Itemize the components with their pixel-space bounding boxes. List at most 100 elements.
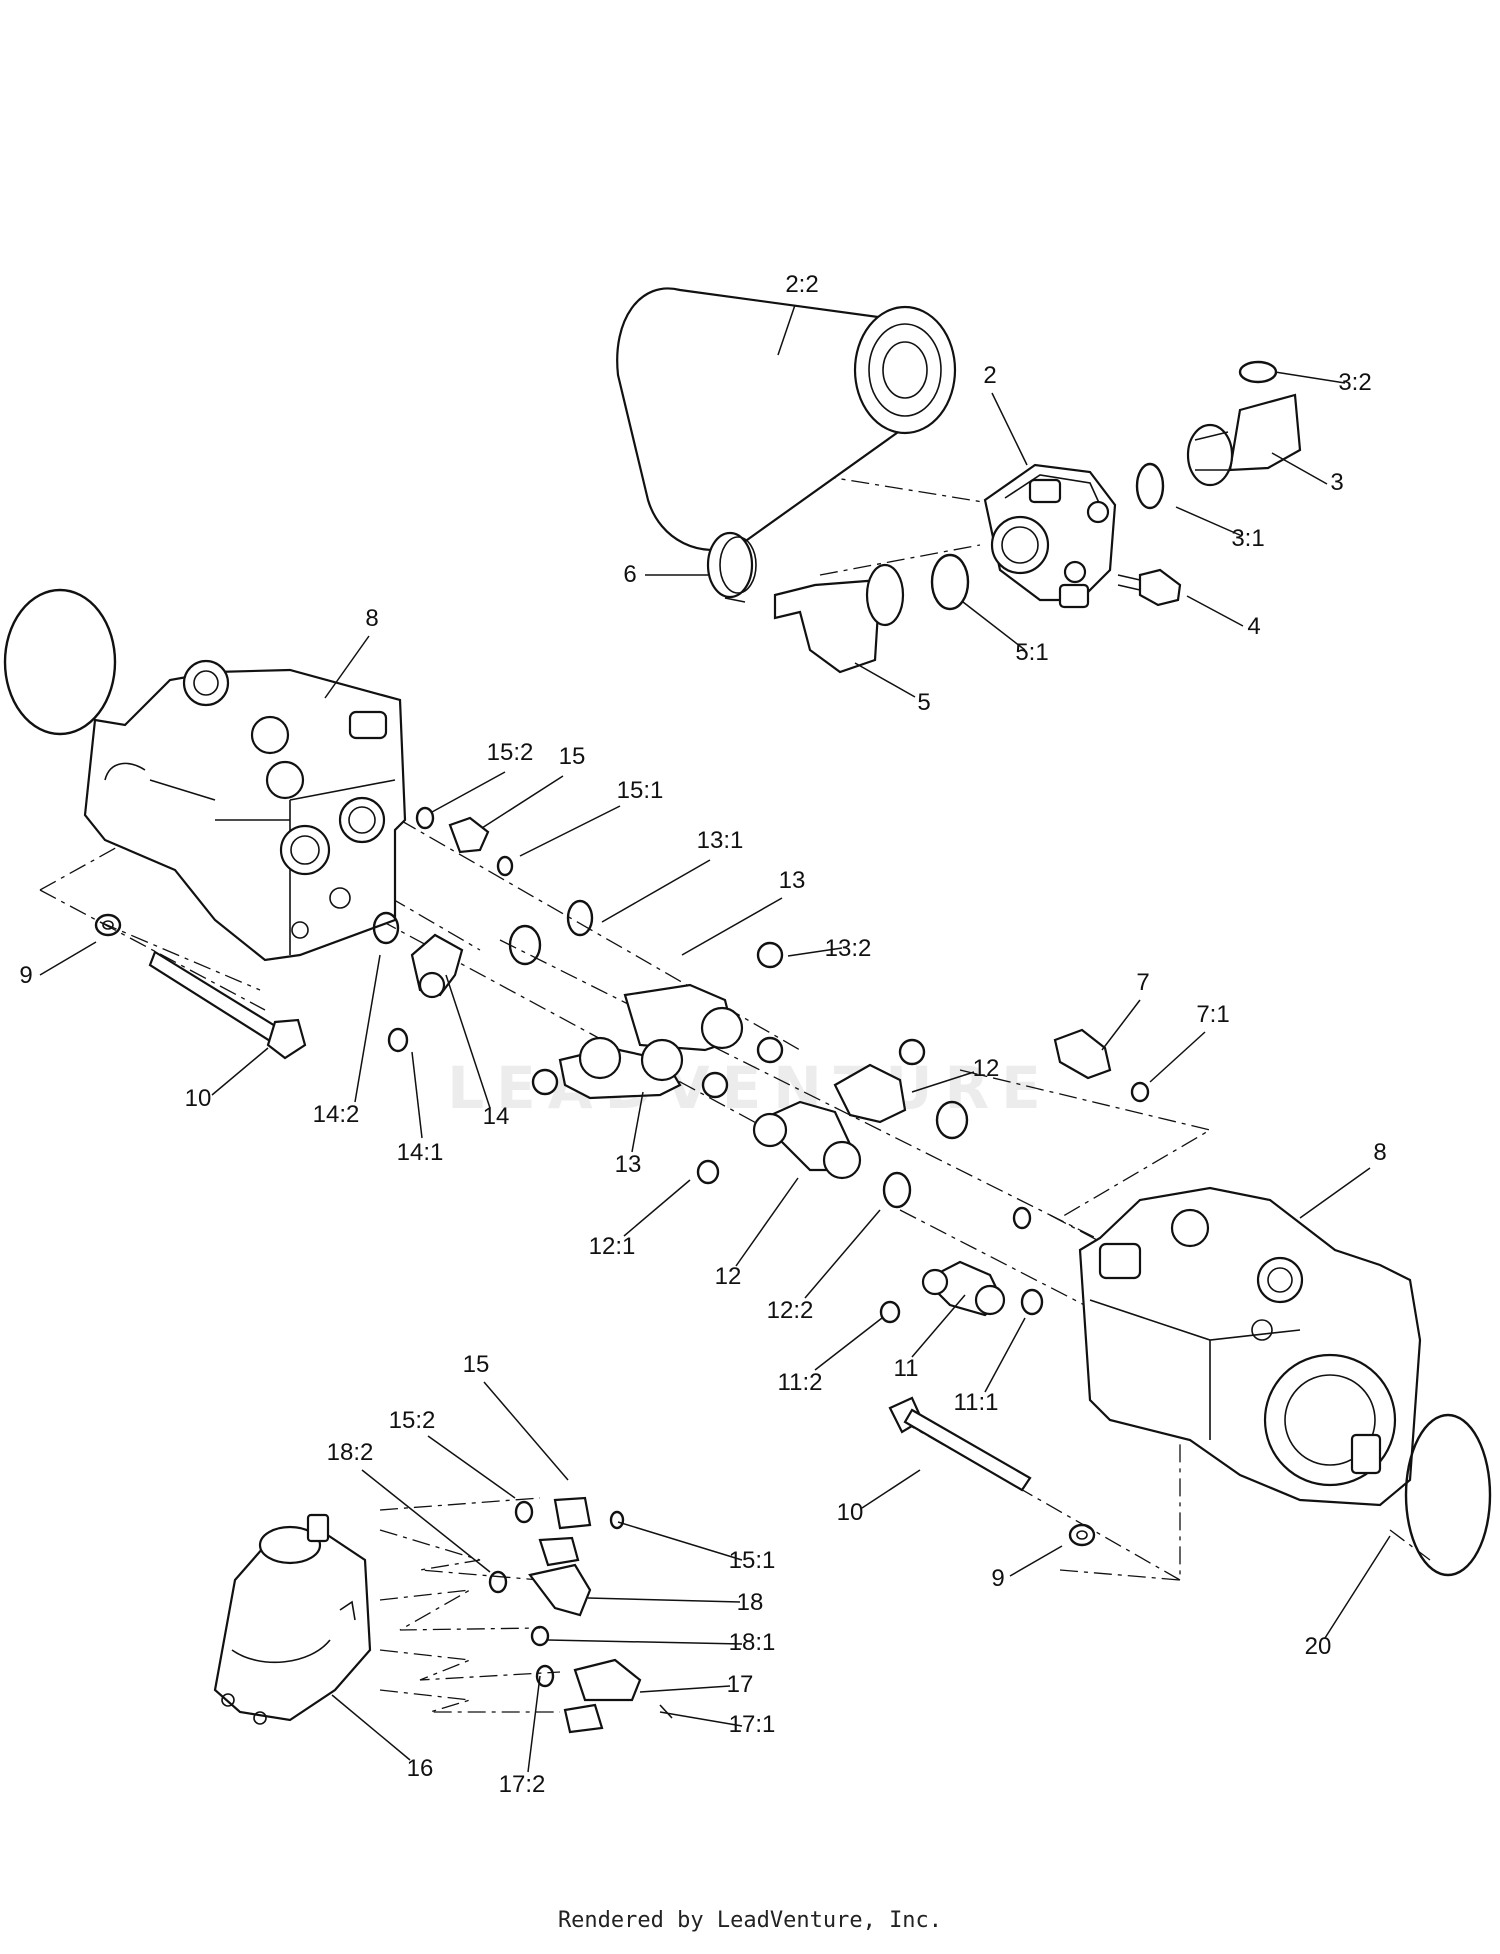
bolt-and-washer-lower: [888, 1396, 1096, 1547]
callout-label: 13:2: [825, 935, 872, 962]
leader-line: [631, 1091, 644, 1153]
elbow-fitting-5: [773, 553, 970, 674]
leader-line: [617, 1521, 743, 1561]
callout-label: 13: [779, 867, 806, 894]
hydraulic-pump-upper: [3, 588, 407, 962]
elbow-fitting-14: [372, 911, 464, 1053]
callout-label: 15:1: [617, 777, 664, 804]
leader-line: [777, 304, 796, 356]
callout-label: 15: [463, 1351, 490, 1378]
callout-label: 5:1: [1015, 639, 1048, 666]
leader-line: [991, 392, 1028, 466]
leader-line: [445, 974, 491, 1109]
leader-lines: [39, 304, 1391, 1773]
leader-line: [639, 1685, 731, 1693]
leader-line: [984, 1317, 1026, 1393]
filter-canister: [616, 287, 957, 552]
callout-label: 14:1: [397, 1139, 444, 1166]
tee-fittings-13: [508, 899, 784, 1100]
callout-label: 11:2: [778, 1369, 823, 1396]
leader-line: [681, 897, 783, 956]
callout-label: 6: [623, 561, 636, 588]
bolt-and-washer-upper: [94, 913, 307, 1060]
leader-line: [1101, 999, 1141, 1051]
leader-line: [1299, 1167, 1371, 1219]
leader-line: [1175, 506, 1243, 537]
callout-label: 12: [715, 1263, 742, 1290]
hydraulic-motor-16: [213, 1513, 372, 1725]
callout-label: 9: [19, 962, 32, 989]
leader-line: [861, 1469, 921, 1509]
leader-line: [1274, 371, 1346, 384]
callout-label: 15:1: [729, 1547, 776, 1574]
leader-line: [1009, 1545, 1063, 1577]
callout-label: 10: [185, 1085, 212, 1112]
callout-label: 13:1: [697, 827, 744, 854]
leader-line: [331, 1694, 411, 1761]
callout-label: 2: [983, 362, 996, 389]
callout-label: 15: [559, 743, 586, 770]
callout-label: 12:1: [589, 1233, 636, 1260]
callout-label: 7: [1136, 969, 1149, 996]
callout-label: 14:2: [313, 1101, 360, 1128]
callout-label: 13: [615, 1151, 642, 1178]
leader-line: [962, 601, 1026, 651]
leader-line: [431, 771, 506, 813]
leader-line: [659, 1711, 743, 1727]
leader-line: [481, 775, 564, 829]
leader-line: [211, 1047, 269, 1096]
callout-label: 17: [727, 1671, 754, 1698]
callout-label: 8: [1373, 1139, 1386, 1166]
leader-line: [804, 1209, 881, 1299]
callout-label: 9: [991, 1565, 1004, 1592]
leader-line: [1271, 452, 1328, 485]
callout-label: 3: [1330, 469, 1343, 496]
leader-line: [1324, 1535, 1391, 1639]
elbow-fitting-3: [1135, 360, 1302, 510]
leader-line: [361, 1469, 491, 1573]
callout-label: 11:1: [954, 1389, 999, 1416]
footer-credit: Rendered by LeadVenture, Inc.: [557, 1908, 943, 1933]
leader-line: [814, 1317, 883, 1371]
callout-label: 5: [917, 689, 930, 716]
leader-line: [427, 1435, 516, 1499]
callout-label: 15:2: [487, 739, 534, 766]
leader-line: [854, 662, 916, 698]
filter-head: [983, 463, 1117, 609]
watermark-text: LEADVENTURE: [447, 1054, 1053, 1122]
callout-label: 16: [407, 1755, 434, 1782]
fitting-7: [1053, 1028, 1150, 1103]
leader-line: [911, 1294, 966, 1358]
leader-line: [547, 1639, 743, 1645]
leader-line: [519, 805, 621, 857]
callout-label: 11: [894, 1355, 919, 1382]
straight-fitting-15-upper: [415, 806, 514, 877]
callout-label: 12:2: [767, 1297, 814, 1324]
callout-label: 15:2: [389, 1407, 436, 1434]
leader-line: [411, 1051, 423, 1139]
callout-label: 18:2: [327, 1439, 374, 1466]
watermark: LEADVENTURE: [447, 1054, 1053, 1122]
hydraulic-pump-lower: [1078, 1186, 1492, 1577]
leader-line: [787, 947, 843, 957]
callout-label: 12: [973, 1055, 1000, 1082]
callout-label: 10: [837, 1499, 864, 1526]
callout-label: 17:1: [729, 1711, 776, 1738]
leader-line: [735, 1177, 799, 1267]
hose-clamp-6: [706, 531, 757, 603]
callout-label: 17:2: [499, 1771, 546, 1798]
callout-label: 3:1: [1231, 525, 1264, 552]
leader-line: [601, 859, 711, 923]
plug-4: [1117, 568, 1182, 607]
leader-line: [1186, 595, 1244, 627]
callout-label: 7:1: [1196, 1001, 1229, 1028]
leader-line: [1149, 1031, 1206, 1083]
callout-label: 18: [737, 1589, 764, 1616]
callout-label: 4: [1247, 613, 1260, 640]
callout-label: 2:2: [785, 271, 818, 298]
motor-fittings: [488, 1496, 673, 1734]
leader-line: [354, 954, 381, 1103]
leader-line: [39, 941, 97, 976]
